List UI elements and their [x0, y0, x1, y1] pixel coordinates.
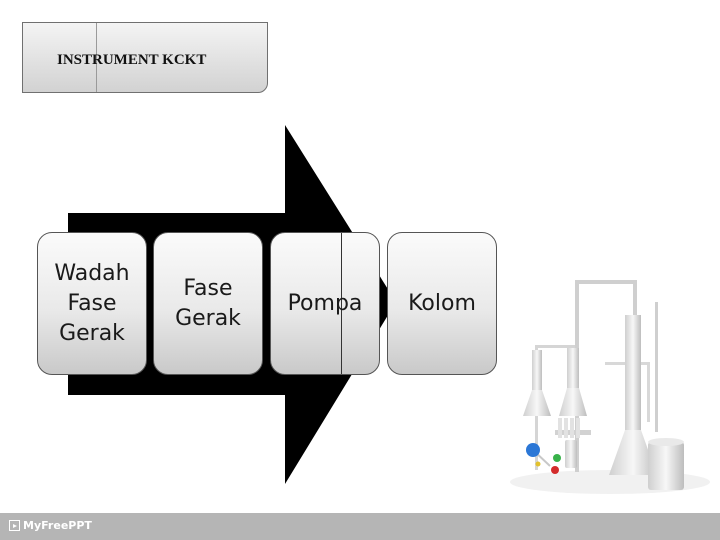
footer-bar: MyFreePPT [0, 513, 720, 540]
step-pompa: Pompa [270, 232, 380, 375]
title-box-rule [96, 23, 97, 92]
title-box: INSTRUMENT KCKT [22, 22, 268, 93]
step-label: Kolom [408, 290, 476, 316]
brand-text: MyFreePPT [23, 519, 92, 532]
step-fase-gerak: Fase Gerak [153, 232, 263, 375]
lab-glassware-illustration [510, 280, 710, 494]
step-wadah-fase-gerak: Wadah Fase Gerak [37, 232, 147, 375]
step-divider [341, 233, 342, 374]
step-kolom: Kolom [387, 232, 497, 375]
brand-logo: MyFreePPT [9, 519, 92, 532]
step-label: Pompa [287, 290, 363, 316]
play-box-icon [9, 520, 20, 531]
slide-title: INSTRUMENT KCKT [57, 52, 207, 68]
step-label: Fase Gerak [175, 275, 241, 331]
step-label: Wadah Fase Gerak [54, 260, 130, 346]
